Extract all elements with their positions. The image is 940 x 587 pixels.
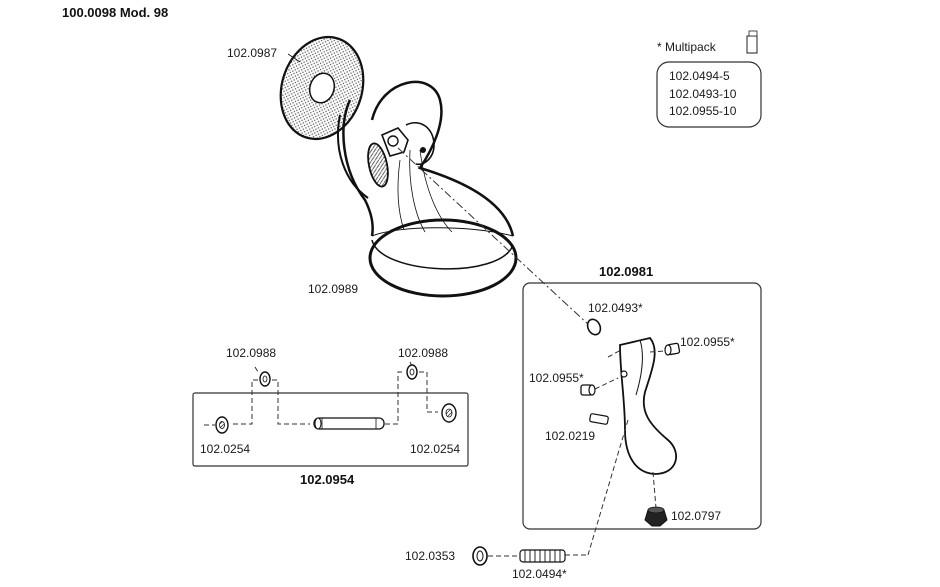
- leader-line: [254, 366, 259, 373]
- assembly-axis-line: [397, 147, 591, 327]
- part-label-102-0989: 102.0989: [308, 282, 358, 296]
- end-cap-part: [215, 416, 229, 434]
- part-label-102-0353: 102.0353: [405, 549, 455, 563]
- cap-part: [664, 342, 681, 356]
- shaft-part: [313, 417, 385, 430]
- end-cap-part: [441, 403, 457, 423]
- cap-part: [580, 384, 596, 396]
- o-ring-part: [586, 318, 602, 336]
- shaft-assembly-box: [192, 392, 469, 467]
- multipack-item: 102.0955-10: [669, 104, 737, 118]
- leader-line: [607, 349, 622, 358]
- leader-line: [649, 350, 666, 353]
- pin-part: [589, 413, 609, 425]
- leader-line: [594, 377, 619, 390]
- leader-line: [287, 53, 301, 63]
- assembly-route-line: [233, 371, 438, 425]
- water-bowl-part: [337, 80, 518, 298]
- multipack-label: * Multipack: [657, 40, 717, 54]
- part-label-102-0494: 102.0494*: [512, 567, 567, 581]
- disc-part: [279, 35, 365, 141]
- ring-part: [472, 546, 488, 566]
- part-label-102-0988-left: 102.0988: [226, 346, 276, 360]
- part-label-102-0981: 102.0981: [599, 264, 653, 279]
- part-label-102-0987: 102.0987: [227, 46, 277, 60]
- part-label-102-0955-left: 102.0955*: [529, 371, 584, 385]
- leader-line: [652, 471, 657, 509]
- valve-assembly-box: [522, 282, 762, 530]
- page-title: 100.0098 Mod. 98: [62, 5, 168, 20]
- multipack-item: 102.0494-5: [669, 69, 730, 83]
- multipack-icon: [746, 30, 758, 54]
- part-label-102-0988-right: 102.0988: [398, 346, 448, 360]
- nut-part: [644, 506, 668, 527]
- part-label-102-0797: 102.0797: [671, 509, 721, 523]
- part-label-102-0254-right: 102.0254: [410, 442, 460, 456]
- multipack-box: [656, 61, 762, 128]
- part-label-102-0493: 102.0493*: [588, 301, 643, 315]
- part-label-102-0955-right: 102.0955*: [680, 335, 735, 349]
- part-label-102-0219: 102.0219: [545, 429, 595, 443]
- multipack-legend: * Multipack 102.0494-5 102.0493-10 102.0…: [656, 30, 762, 128]
- part-label-102-0254-left: 102.0254: [200, 442, 250, 456]
- multipack-item: 102.0493-10: [669, 87, 737, 101]
- part-label-102-0954: 102.0954: [300, 472, 355, 487]
- spring-part: [519, 549, 566, 563]
- valve-paddle-part: [619, 336, 677, 475]
